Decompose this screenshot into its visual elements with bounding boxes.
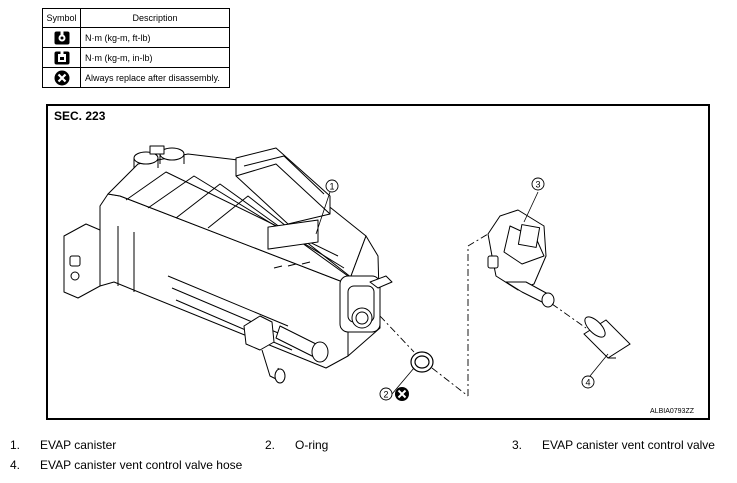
svg-text:1: 1 bbox=[329, 182, 334, 192]
vent-control-valve bbox=[487, 209, 555, 308]
part-label: EVAP canister vent control valve hose bbox=[40, 458, 243, 472]
callout-4: 4 bbox=[581, 375, 595, 389]
callout-1: 1 bbox=[325, 179, 339, 193]
part-number: 2. bbox=[265, 438, 276, 452]
symbol-legend-table: Symbol Description N·m (kg-m, ft-lb) N·m… bbox=[42, 8, 230, 88]
section-label: SEC. 223 bbox=[54, 109, 106, 123]
legend-description: N·m (kg-m, ft-lb) bbox=[80, 27, 230, 48]
part-label: EVAP canister vent control valve bbox=[542, 438, 715, 452]
legend-description: Always replace after disassembly. bbox=[80, 67, 230, 88]
legend-symbol-cell bbox=[42, 67, 81, 88]
part-label: EVAP canister bbox=[40, 438, 117, 452]
svg-text:4: 4 bbox=[585, 378, 590, 388]
part-number: 4. bbox=[10, 458, 21, 472]
legend-symbol-cell bbox=[42, 27, 81, 48]
o-ring bbox=[410, 351, 434, 373]
legend-header-symbol: Symbol bbox=[42, 8, 81, 28]
figure-code: ALBIA0793ZZ bbox=[650, 408, 694, 415]
callout-2: 2 bbox=[379, 387, 393, 401]
torque-wrench-small-icon bbox=[54, 50, 69, 64]
always-replace-icon bbox=[54, 70, 69, 85]
svg-text:2: 2 bbox=[383, 390, 388, 400]
legend-description: N·m (kg-m, in-lb) bbox=[80, 47, 230, 68]
vent-control-valve-hose bbox=[583, 316, 631, 359]
evap-canister-illustration: 1 3 4 2 bbox=[63, 145, 631, 401]
always-replace-icon bbox=[395, 387, 409, 401]
part-number: 3. bbox=[512, 438, 523, 452]
part-number: 1. bbox=[10, 438, 21, 452]
diagram-frame: SEC. 223 bbox=[46, 104, 710, 420]
torque-wrench-icon bbox=[54, 30, 69, 44]
part-label: O-ring bbox=[295, 438, 329, 452]
svg-text:3: 3 bbox=[535, 180, 540, 190]
legend-symbol-cell bbox=[42, 47, 81, 68]
callout-3: 3 bbox=[531, 177, 545, 191]
legend-header-description: Description bbox=[80, 8, 230, 28]
